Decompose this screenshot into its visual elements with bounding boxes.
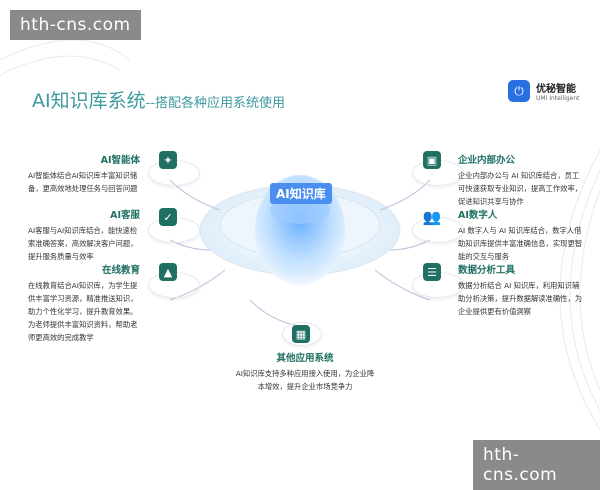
feature-title: 其他应用系统 — [276, 353, 334, 364]
clipboard-check-icon: ✓ — [159, 208, 177, 226]
feature-title: 企业内部办公 — [458, 155, 516, 166]
apps-grid-icon: ▦ — [292, 325, 310, 343]
feature-text: AI 数字人与 AI 知识库结合，数字人借助知识库提供丰富准确信息，实现更智能的… — [458, 226, 583, 261]
feature-title: AI数字人 — [458, 210, 498, 221]
feature-text: AI客服与AI知识库结合，能快速检索准确答案，高效解决客户问题，提升服务质量与效… — [28, 226, 138, 261]
watermark-top: hth-cns.com — [10, 10, 141, 40]
feature-education: 在线教育在线教育结合AI知识库，为学生提供丰富学习资源，精准推送知识，助力个性化… — [28, 262, 140, 344]
feature-title: 在线教育 — [101, 265, 140, 276]
feature-title: AI客服 — [110, 210, 140, 221]
graduation-icon: ▲ — [159, 263, 177, 281]
logo-icon: ⏻ — [508, 80, 530, 102]
title-main: AI知识库系统 — [32, 90, 146, 112]
icon-ring — [282, 322, 322, 346]
feature-title: 数据分析工具 — [458, 265, 516, 276]
feature-text: AI知识库支持多种应用接入使用，为企业降本增效，提升企业市场竞争力 — [235, 369, 375, 391]
feature-digital-human: AI数字人 AI 数字人与 AI 知识库结合，数字人借助知识库提供丰富准确信息，实… — [458, 207, 583, 263]
center-label: AI知识库 — [270, 183, 332, 204]
feature-office: 企业内部办公企业内部办公与 AI 知识库结合，员工可快速获取专业知识，提高工作效… — [458, 152, 583, 208]
users-icon: 👥 — [422, 208, 442, 226]
feature-text: 企业内部办公与 AI 知识库结合，员工可快速获取专业知识，提高工作效率，促进知识… — [458, 171, 583, 206]
head-brain-icon: ✦ — [159, 151, 177, 169]
title-subtitle: --搭配各种应用系统使用 — [145, 96, 285, 111]
feature-ai-service: AI客服 AI客服与AI知识库结合，能快速检索准确答案，高效解决客户问题，提升服务… — [28, 207, 140, 263]
feature-ai-agent: AI智能体 AI智能体结合AI知识库丰富知识储备，更高效地处理任务与回答问题 — [28, 152, 140, 195]
office-badge-icon: ▣ — [423, 151, 441, 169]
feature-text: 数据分析结合 AI 知识库，利用知识辅助分析决策，提升数据解读准确性，为企业提供… — [458, 281, 583, 316]
logo-en: UMI Intelligent — [536, 95, 580, 102]
feature-title: AI智能体 — [100, 155, 140, 166]
report-icon: ☰ — [423, 263, 441, 281]
feature-other-apps: 其他应用系统 AI知识库支持多种应用接入使用，为企业降本增效，提升企业市场竞争力 — [235, 350, 375, 393]
page-title: AI知识库系统--搭配各种应用系统使用 — [32, 86, 285, 113]
feature-text: AI智能体结合AI知识库丰富知识储备，更高效地处理任务与回答问题 — [28, 171, 138, 193]
feature-data-analysis: 数据分析工具数据分析结合 AI 知识库，利用知识辅助分析决策，提升数据解读准确性… — [458, 262, 583, 318]
logo-name: 优秘智能 — [536, 84, 576, 95]
icon-ring — [412, 217, 464, 243]
watermark-bottom: hth-cns.com — [473, 440, 600, 490]
feature-text: 在线教育结合AI知识库，为学生提供丰富学习资源，精准推送知识，助力个性化学习，提… — [28, 281, 138, 342]
